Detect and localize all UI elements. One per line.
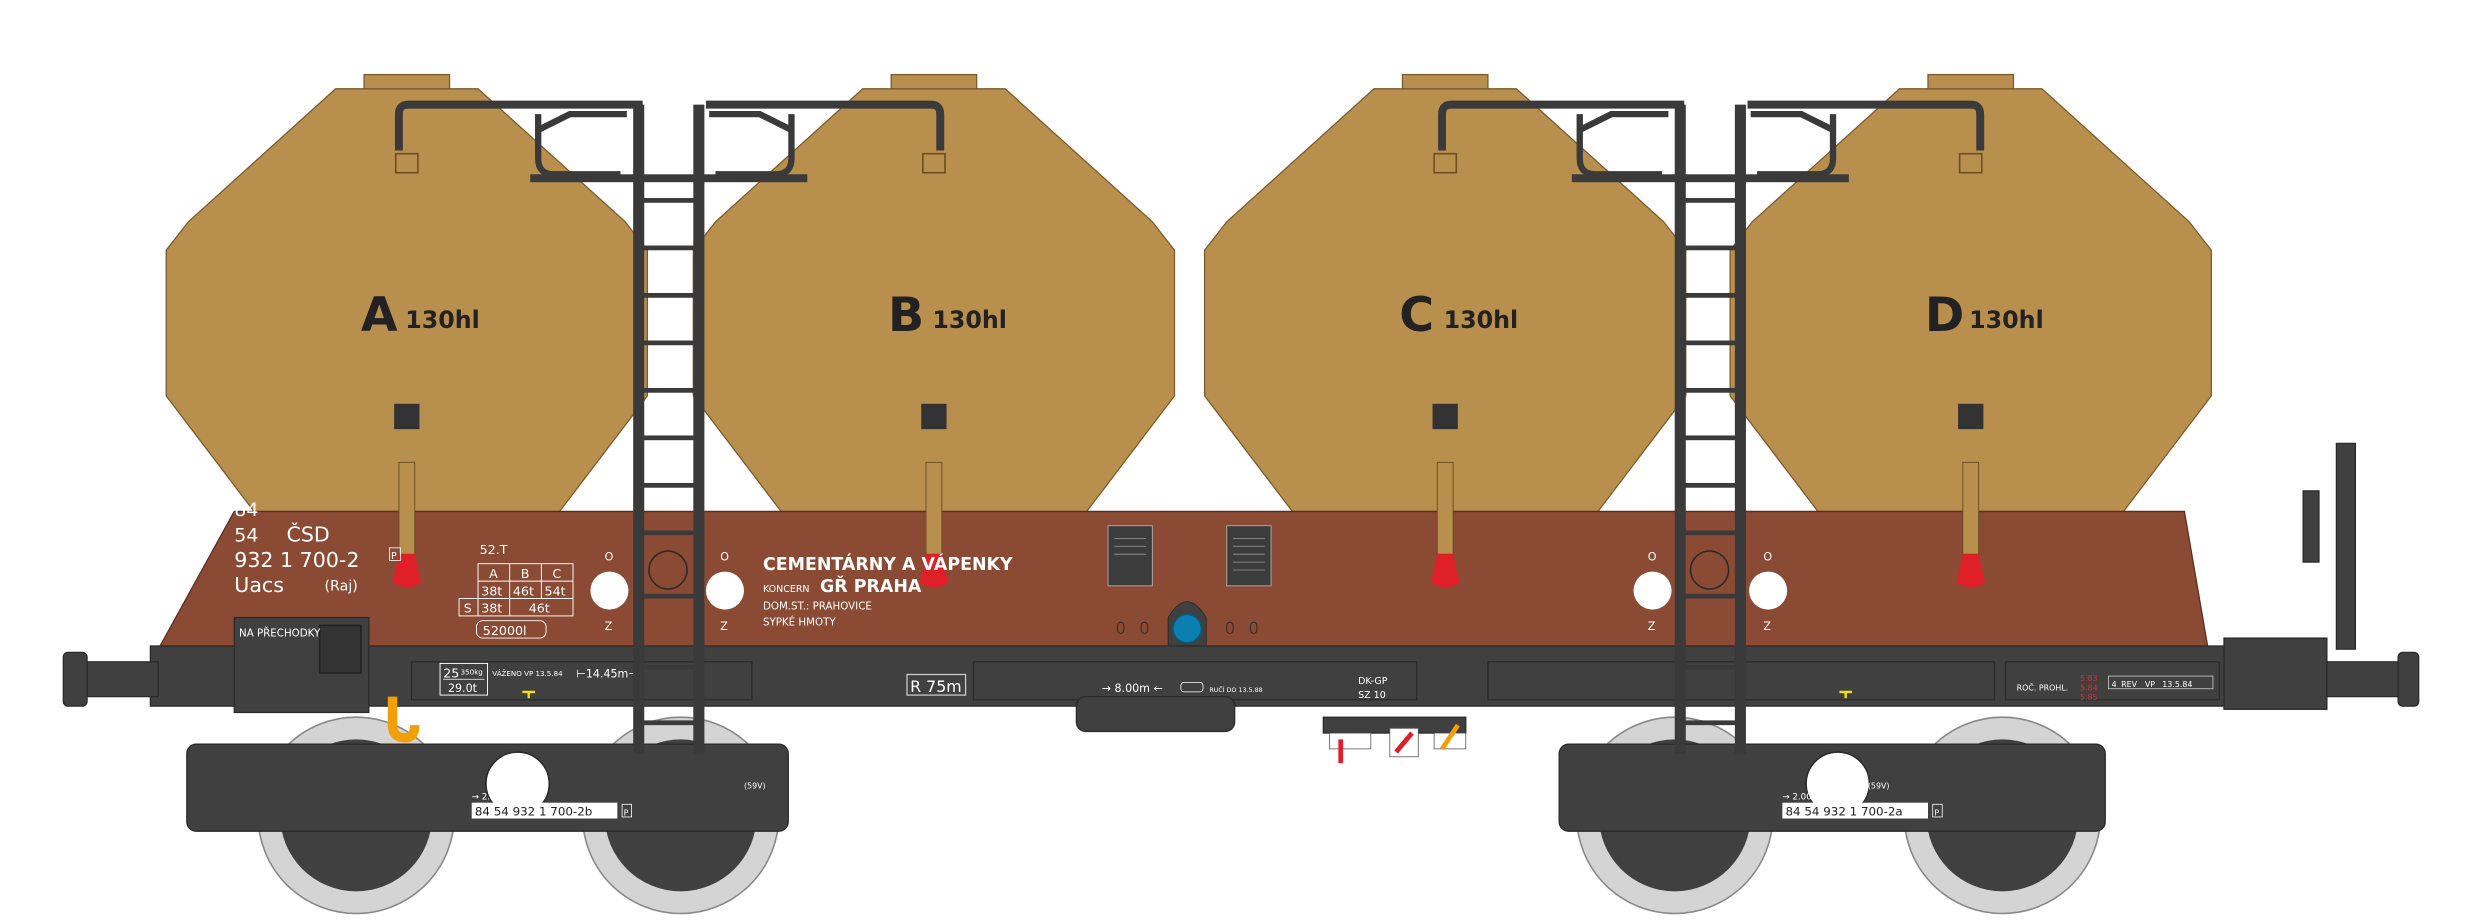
tare-top: 25 [443,666,459,681]
ladder-left [394,100,945,754]
brake-handles [1322,716,1467,764]
load-table-top: 52.T [480,542,508,557]
hopper-d [1729,73,2212,516]
revision-year: 5.84 [2080,683,2098,692]
valve-open-label: O [1648,551,1657,564]
valve-close-label: Z [1648,620,1656,633]
hopper-b-volume: 130hl [932,306,1007,334]
owner-line1: CEMENTÁRNY A VÁPENKY [763,553,1013,575]
load-header-c: C [552,566,561,581]
p-mark: P [624,808,629,817]
revision-label: ROČ. PROHL. [2017,681,2069,692]
wagon-class: Uacs [234,573,284,597]
bogie-number: 84 54 932 1 700-2a [1786,804,1903,818]
load-header-b: B [521,566,530,581]
hopper-a-volume: 130hl [405,306,480,334]
tare-bottom: 29.0t [448,682,478,695]
owner-line2-small: KONCERN [763,584,810,595]
length-over-buffers: ⊢14.45m⊣ [576,668,638,681]
rev-box: VP [2145,680,2155,689]
bogie-type: (59V) [744,781,766,790]
load-volume: 52000l [483,623,527,638]
p-mark: P [1934,808,1939,817]
valve-close-label: Z [720,620,728,633]
valve-close-label: Z [605,620,613,633]
brake-line1: DK-GP [1358,676,1388,687]
hopper-c-volume: 130hl [1444,306,1519,334]
bogie-spacing: → 2.00m ← [1782,793,1830,803]
blue-air-valve [1117,601,1258,650]
brake-line2: SZ 10 [1358,690,1386,701]
rev-box: 4 [2112,680,2117,689]
hopper-a-letter: A [361,288,398,343]
buffers [62,442,2420,707]
load-table: 52.T A B C 38t 46t 54t S 38t 46t 52000l [458,542,574,639]
owner-line4: SYPKÉ HMOTY [763,615,836,628]
bogie-left: → 2.00m ← 84 54 932 1 700-2b P (59V) [186,696,789,915]
na-prechodky-label: NA PŘECHODKY [239,626,321,639]
valve-open-label: O [605,551,614,564]
hopper-d-letter: D [1925,288,1964,343]
guarantee-date: RUČÍ DO 13.5.88 [1209,685,1262,694]
p-mark: P [391,551,397,562]
bogie-spacing: → 2.00m ← [472,793,520,803]
rev-box: REV [2121,680,2137,689]
load-cell: 38t [481,583,502,598]
bogie-type: (59V) [1868,781,1890,790]
hopper-c-letter: C [1399,288,1434,343]
hopper-b-letter: B [888,288,924,343]
wagon-id-line2-num: 54 [234,525,258,547]
hopper-a [165,73,649,516]
bogie-number: 84 54 932 1 700-2b [475,804,592,818]
load-header-a: A [489,566,498,581]
bogie-distance: → 8.00m ← [1102,682,1163,695]
valve-discs: O Z O Z O Z O Z [590,551,1788,633]
ladder-right [1438,100,1985,754]
load-cell: 46t [513,583,534,598]
revision-year: 5.85 [2080,693,2098,702]
tare-top-small: 350kg [461,667,483,676]
owner-inscription: CEMENTÁRNY A VÁPENKY KONCERN GŘ PRAHA DO… [763,553,1013,628]
discharge-tubes [392,461,1985,588]
wagon-owner: ČSD [287,522,330,547]
owner-line2-big: GŘ PRAHA [820,575,922,597]
load-cell: 38t [481,601,502,616]
owner-line3: DOM.ST.: PRAHOVICE [763,601,872,613]
instruction-plates [1107,525,1272,587]
wagon-class-suffix: (Raj) [324,579,357,595]
valve-open-label: O [720,551,729,564]
wagon-number: 932 1 700-2 [234,548,359,572]
revision-year: 5.83 [2080,674,2098,683]
weighed-date: VÁŽENO VP 13.5.84 [492,669,563,678]
wagon-id-block: 84 54 ČSD 932 1 700-2 P Uacs (Raj) [234,499,401,597]
load-cell: 46t [529,601,550,616]
hopper-d-volume: 130hl [1969,306,2044,334]
bogie-right: → 2.00m ← 84 54 932 1 700-2a P (59V) [1558,716,2106,915]
hoppers: A 130hl B 130hl C 130hl D 130hl [165,73,2212,516]
coupling-hook-icon [387,696,420,743]
hopper-b [692,73,1176,516]
underframe-inscriptions: 25 350kg 29.0t VÁŽENO VP 13.5.84 ⊢14.45m… [439,662,2214,702]
load-cell: 54t [545,583,566,598]
rev-box: 13.5.84 [2162,680,2192,689]
valve-close-label: Z [1763,620,1771,633]
hopper-c [1203,73,1687,516]
valve-open-label: O [1763,551,1772,564]
wagon-id-line1: 84 [234,499,258,521]
load-row2-label: S [464,601,472,616]
min-radius: R 75m [910,677,962,696]
